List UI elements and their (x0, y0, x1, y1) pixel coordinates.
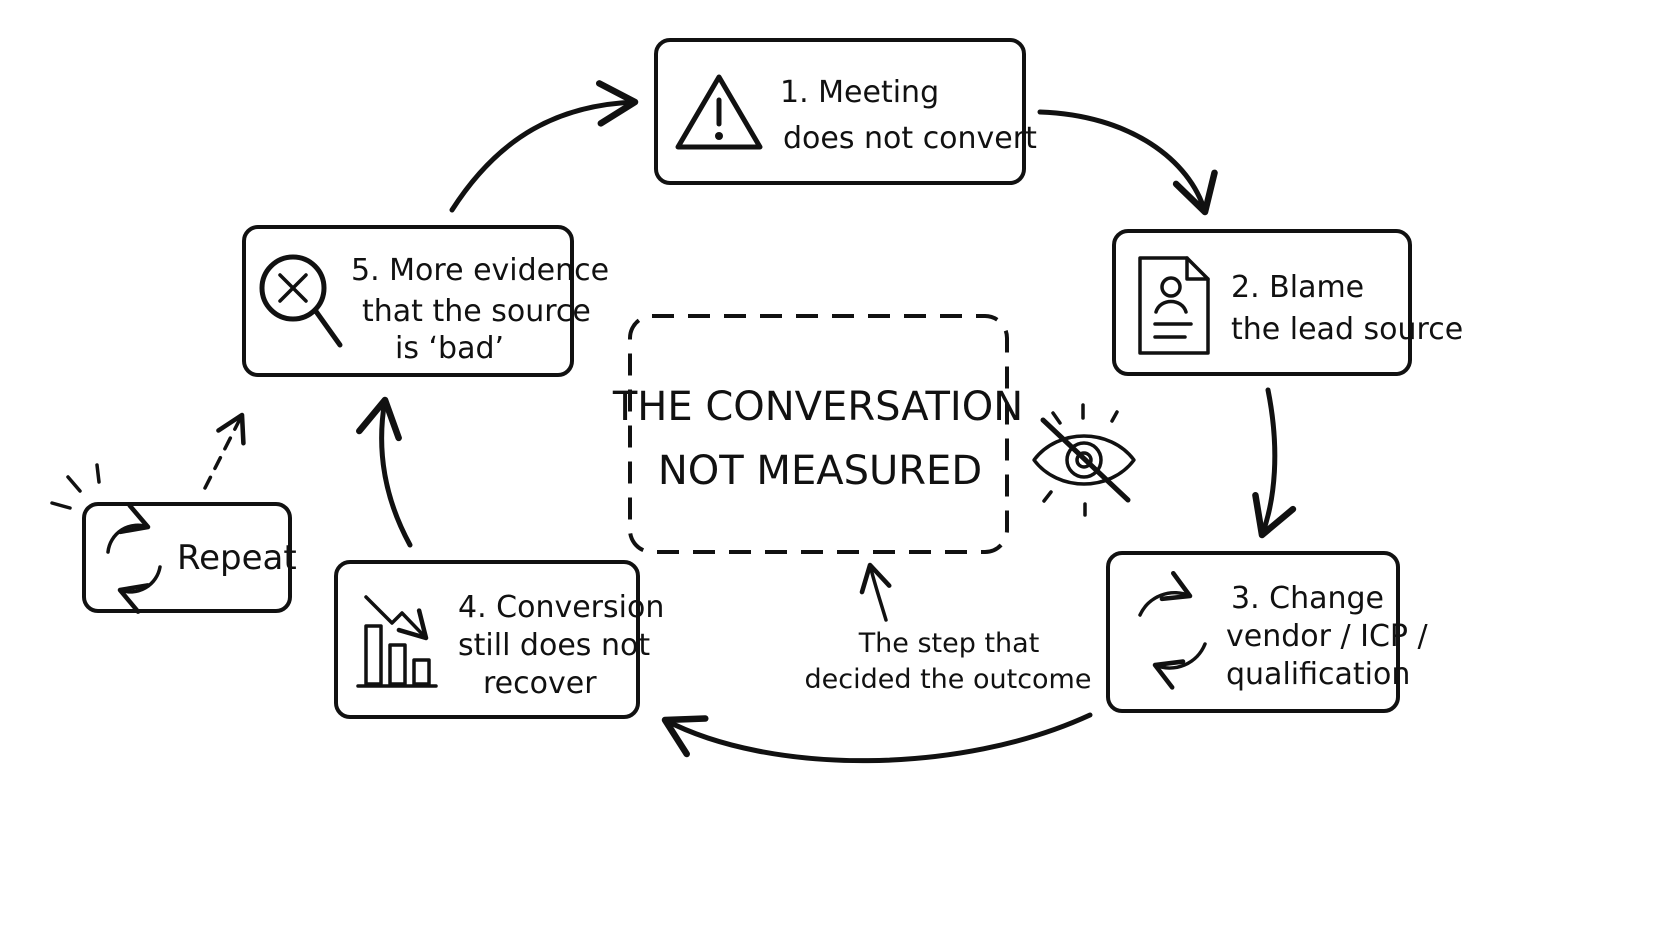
repeat-label: Repeat (177, 538, 297, 578)
document-profile-icon (1138, 256, 1210, 355)
step-5-label-line2: that the source (362, 294, 591, 329)
step-2-node: 2. Blame the lead source (1112, 229, 1463, 376)
step-1-label-line1: 1. Meeting (780, 75, 939, 110)
burst-lines (50, 463, 101, 510)
step-3-node: 3. Change vendor / ICP / qualification (1106, 551, 1429, 713)
step-3-label-line2: vendor / ICP / (1226, 619, 1429, 654)
arrow-step2-to-step3 (1252, 387, 1297, 539)
step-2-label-line1: 2. Blame (1231, 270, 1364, 305)
step-3-label-line1: 3. Change (1231, 581, 1384, 616)
step-5-label-line1: 5. More evidence (351, 253, 609, 288)
center-label-line2: NOT MEASURED (658, 448, 982, 494)
annotation-line2: decided the outcome (805, 664, 1092, 695)
cycle-arrows-icon (1138, 571, 1207, 690)
annotation-line1: The step that (858, 628, 1040, 659)
arrow-step3-to-step4 (661, 712, 1093, 764)
step-1-label-line2: does not convert (783, 121, 1037, 156)
step-4-label-line1: 4. Conversion (458, 590, 664, 625)
repeat-node: Repeat (82, 502, 297, 614)
center-node: THE CONVERSATION NOT MEASURED (612, 314, 1023, 554)
arrow-repeat-dashed (203, 412, 246, 490)
arrow-step5-to-step1 (449, 80, 639, 213)
warning-icon (675, 74, 763, 150)
declining-chart-icon (356, 595, 438, 688)
step-1-node: 1. Meeting does not convert (654, 38, 1037, 185)
refresh-icon (106, 503, 162, 614)
step-3-label-line3: qualification (1226, 657, 1410, 692)
step-4-node: 4. Conversion still does not recover (334, 560, 664, 719)
search-x-icon (259, 254, 343, 348)
arrow-step4-to-step5 (356, 396, 413, 548)
arrow-step1-to-step2 (1037, 109, 1218, 216)
annotation: The step that decided the outcome (805, 562, 1092, 695)
step-4-label-line2: still does not (458, 628, 650, 663)
center-label-line1: THE CONVERSATION (612, 384, 1023, 430)
annotation-arrow (859, 562, 892, 622)
step-4-label-line3: recover (483, 666, 597, 701)
eye-slash-icon (1032, 403, 1136, 517)
step-5-node: 5. More evidence that the source is ‘bad… (242, 225, 609, 377)
step-2-label-line2: the lead source (1231, 312, 1463, 347)
step-5-label-line3: is ‘bad’ (395, 331, 504, 366)
